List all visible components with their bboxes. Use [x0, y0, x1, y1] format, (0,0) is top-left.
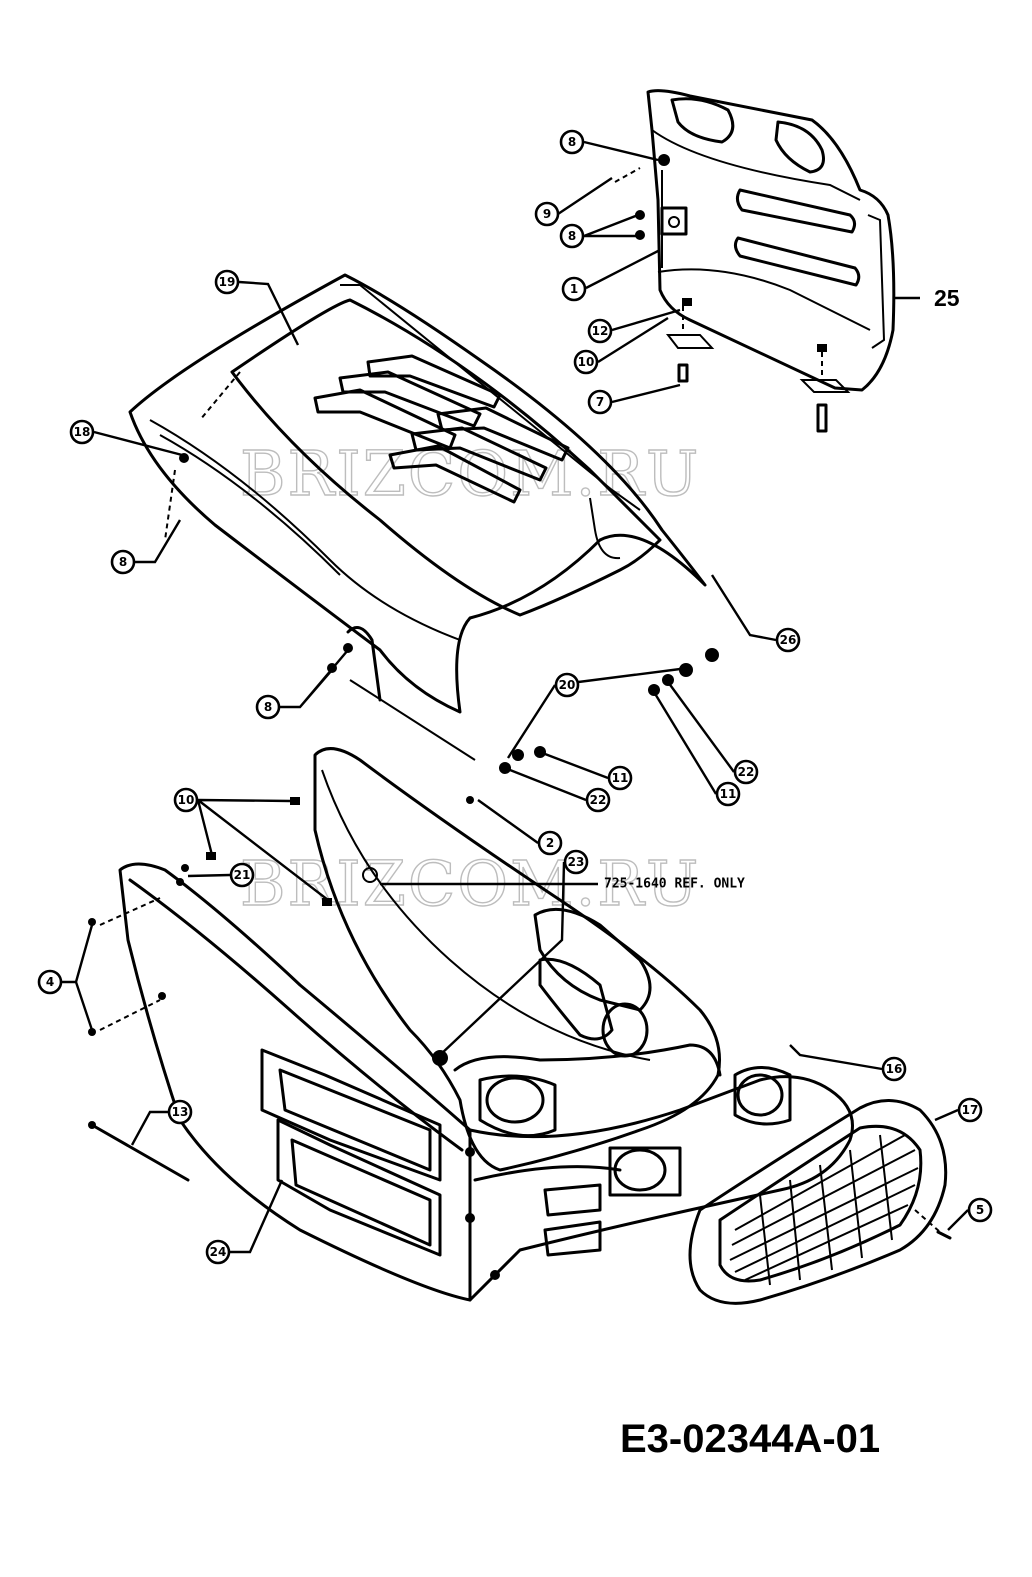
- svg-text:8: 8: [568, 135, 576, 149]
- callout-8: 8: [110, 549, 136, 575]
- drawing-code: E3-02344A-01: [620, 1417, 880, 1461]
- svg-text:11: 11: [720, 787, 737, 801]
- svg-text:11: 11: [612, 771, 629, 785]
- callout-22: 22: [733, 759, 759, 785]
- svg-text:7: 7: [596, 395, 604, 409]
- callout-12: 12: [587, 318, 613, 344]
- watermark-top: BRIZCOM.RU: [240, 437, 700, 510]
- svg-text:16: 16: [886, 1062, 903, 1076]
- callout-16: 16: [881, 1056, 907, 1082]
- svg-text:10: 10: [578, 355, 595, 369]
- callout-26: 26: [775, 627, 801, 653]
- callout-19: 19: [214, 269, 240, 295]
- svg-text:17: 17: [962, 1103, 979, 1117]
- svg-text:22: 22: [590, 793, 607, 807]
- svg-text:8: 8: [264, 700, 272, 714]
- callout-11: 11: [715, 781, 741, 807]
- svg-text:4: 4: [46, 975, 54, 989]
- svg-text:12: 12: [592, 324, 609, 338]
- rod-part: [88, 1121, 190, 1182]
- callout-18: 18: [69, 419, 95, 445]
- svg-text:21: 21: [234, 868, 251, 882]
- svg-text:9: 9: [543, 207, 551, 221]
- svg-text:5: 5: [976, 1203, 984, 1217]
- callout-5: 5: [967, 1197, 993, 1223]
- callout-21: 21: [229, 862, 255, 888]
- callout-23: 23: [563, 849, 589, 875]
- callout-22: 22: [585, 787, 611, 813]
- dash-panel-part: [614, 89, 896, 433]
- front-body-part: [88, 747, 854, 1302]
- callouts: 8 9 8 1 12 10 7 19 18 8 8 26 20 11 22 22…: [37, 129, 993, 1265]
- callout-11: 11: [607, 765, 633, 791]
- callout-7: 7: [587, 389, 613, 415]
- svg-text:13: 13: [172, 1105, 189, 1119]
- svg-text:8: 8: [119, 555, 127, 569]
- svg-text:20: 20: [559, 678, 576, 692]
- callout-1: 1: [561, 276, 587, 302]
- callout-13: 13: [167, 1099, 193, 1125]
- callout-8: 8: [559, 129, 585, 155]
- callout-4: 4: [37, 969, 63, 995]
- hinge-hardware: [176, 663, 693, 906]
- svg-text:24: 24: [210, 1245, 227, 1259]
- svg-text:22: 22: [738, 765, 755, 779]
- svg-text:10: 10: [178, 793, 195, 807]
- callout-24: 24: [205, 1239, 231, 1265]
- callout-17: 17: [957, 1097, 983, 1123]
- grille-part: [688, 1098, 952, 1305]
- svg-text:19: 19: [219, 275, 236, 289]
- hood-part: [128, 273, 719, 761]
- svg-text:1: 1: [570, 282, 578, 296]
- callout-10: 10: [573, 349, 599, 375]
- callout-2: 2: [537, 830, 563, 856]
- svg-text:18: 18: [74, 425, 91, 439]
- part-label-25: 25: [934, 285, 960, 311]
- svg-text:23: 23: [568, 855, 585, 869]
- callout-9: 9: [534, 201, 560, 227]
- leader-lines: [62, 140, 969, 1254]
- svg-text:2: 2: [546, 836, 554, 850]
- reference-note: 725-1640 REF. ONLY: [604, 877, 745, 892]
- svg-text:8: 8: [568, 229, 576, 243]
- callout-20: 20: [554, 672, 580, 698]
- callout-10: 10: [173, 787, 199, 813]
- svg-text:26: 26: [780, 633, 797, 647]
- callout-8: 8: [559, 223, 585, 249]
- callout-8: 8: [255, 694, 281, 720]
